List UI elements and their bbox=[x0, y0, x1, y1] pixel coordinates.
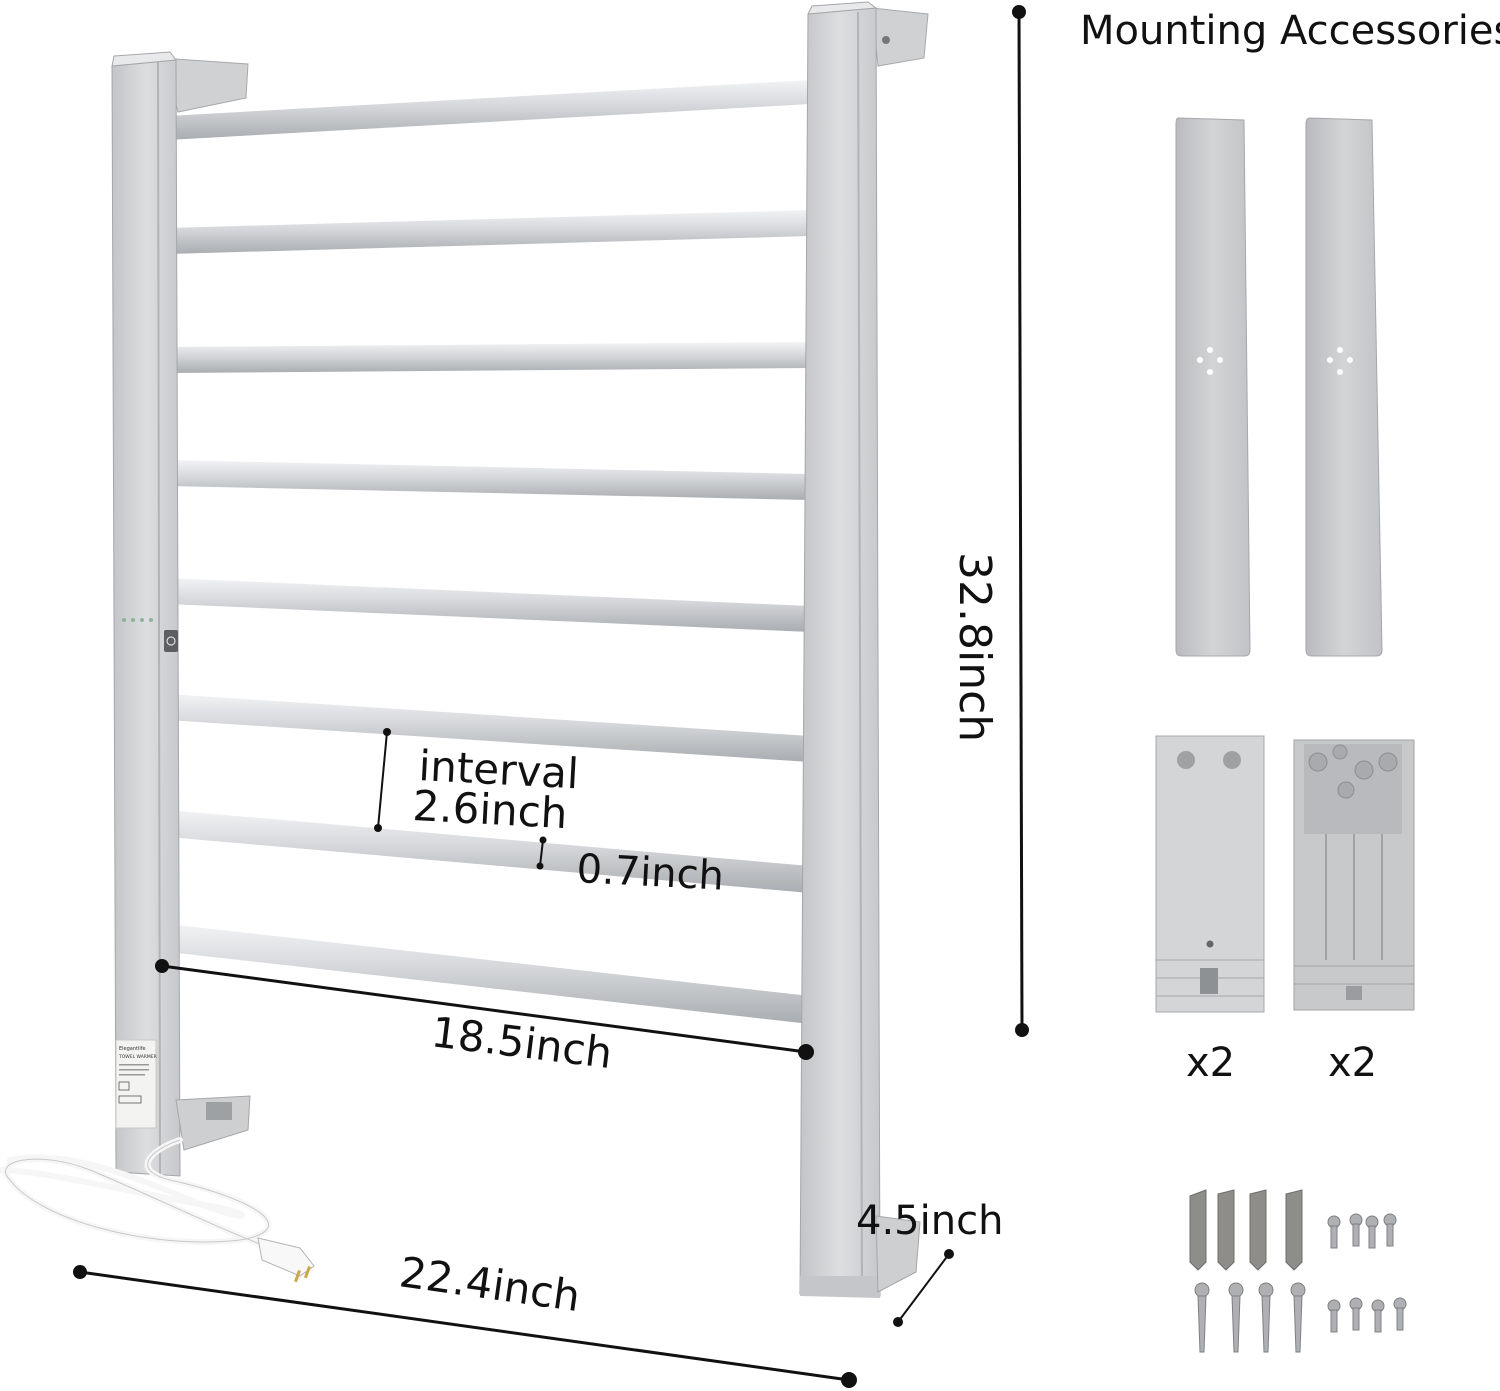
height-label: 32.8inch bbox=[949, 552, 1000, 742]
wall-anchors bbox=[1189, 1189, 1303, 1271]
bar-2 bbox=[163, 210, 810, 255]
bar-diameter-label: 0.7inch bbox=[575, 846, 725, 900]
overall-width-dimension-line bbox=[73, 1265, 857, 1388]
interval-dimension-line bbox=[374, 728, 391, 832]
long-screws bbox=[1194, 1282, 1306, 1353]
small-screws-bottom bbox=[1327, 1297, 1407, 1333]
bar-diameter-dimension-line bbox=[536, 836, 547, 870]
bar-5 bbox=[163, 577, 810, 632]
label-product: TOWEL WARMER bbox=[118, 1054, 157, 1060]
dimension-annotations bbox=[73, 5, 1029, 1388]
indicator-led-4 bbox=[149, 618, 153, 622]
accessories-title: Mounting Accessories: bbox=[1080, 8, 1500, 54]
hardware-set bbox=[1189, 1189, 1407, 1353]
qty-label-back-bracket: x2 bbox=[1328, 1040, 1377, 1086]
bar-3 bbox=[163, 342, 810, 374]
power-cord-outline bbox=[5, 1139, 307, 1273]
indicator-led-2 bbox=[131, 618, 135, 622]
indicator-led-1 bbox=[122, 618, 126, 622]
interval-label-word: interval bbox=[417, 741, 579, 798]
depth-label: 4.5inch bbox=[856, 1198, 1003, 1244]
wall-bracket-top-right bbox=[871, 7, 929, 67]
bars bbox=[163, 80, 810, 1024]
right-post bbox=[799, 1, 881, 1298]
wall-bracket-front bbox=[1155, 735, 1265, 1013]
overall-width-label: 22.4inch bbox=[397, 1247, 584, 1321]
product-label-sticker: Elegantlife TOWEL WARMER bbox=[115, 1039, 157, 1129]
plug-icon bbox=[257, 1237, 315, 1283]
small-screws-top bbox=[1327, 1213, 1397, 1249]
inner-width-label: 18.5inch bbox=[429, 1007, 615, 1078]
bracket-hole bbox=[882, 36, 890, 44]
height-dimension-line bbox=[1012, 5, 1029, 1037]
bar-1 bbox=[163, 80, 810, 141]
wall-bracket-bottom-right bbox=[875, 1215, 921, 1293]
left-post: Elegantlife TOWEL WARMER bbox=[111, 51, 181, 1177]
power-button-icon[interactable] bbox=[164, 630, 178, 652]
wall-bracket-back bbox=[1293, 739, 1415, 1011]
depth-dimension-line bbox=[893, 1249, 954, 1327]
inner-width-dimension-line bbox=[155, 959, 814, 1060]
qty-label-front-bracket: x2 bbox=[1186, 1040, 1235, 1086]
bar-4 bbox=[163, 459, 810, 500]
indicator-led-3 bbox=[140, 618, 144, 622]
interval-label-value: 2.6inch bbox=[411, 781, 568, 838]
towel-rack: Elegantlife TOWEL WARMER bbox=[0, 1, 929, 1298]
mounting-plate-1 bbox=[1175, 117, 1251, 657]
label-brand: Elegantlife bbox=[119, 1046, 146, 1052]
mounting-plate-2 bbox=[1305, 117, 1383, 657]
